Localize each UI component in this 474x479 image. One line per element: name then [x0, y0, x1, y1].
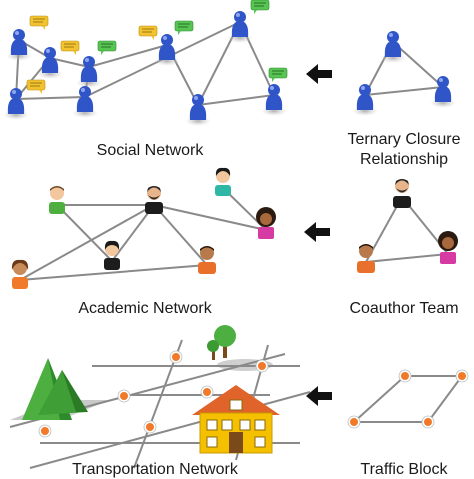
- avatar-icon: [11, 259, 29, 289]
- transportation-network-caption: Transportation Network: [72, 461, 238, 478]
- ternary-closure-edges: [364, 41, 444, 96]
- chat-bubble-icon: [29, 15, 49, 31]
- academic-network-avatars: [11, 167, 276, 289]
- chat-bubble-icon: [26, 79, 46, 95]
- person-icon: [185, 94, 211, 126]
- intersection-node: [200, 385, 214, 399]
- intersection-node: [169, 350, 183, 364]
- house-icon: [192, 385, 280, 454]
- coauthor-team-avatars: [357, 179, 458, 273]
- traffic-block-nodes: [347, 369, 469, 429]
- left-arrow-icon: [304, 222, 330, 242]
- intersection-node: [398, 369, 412, 383]
- intersection-node: [38, 424, 52, 438]
- academic-network-edges: [19, 187, 267, 281]
- intersection-node: [347, 415, 361, 429]
- person-icon: [154, 34, 180, 66]
- person-icon: [76, 56, 102, 88]
- left-arrow-icon: [306, 386, 332, 406]
- ternary-closure-people: [352, 31, 456, 116]
- left-arrow-icon: [306, 64, 332, 84]
- chat-bubble-icon: [138, 25, 158, 41]
- mountain-icon: [22, 358, 88, 420]
- intersection-node: [421, 415, 435, 429]
- avatar-icon: [49, 186, 65, 214]
- person-icon: [3, 88, 29, 120]
- intersection-node: [143, 420, 157, 434]
- person-icon: [430, 76, 456, 108]
- coauthor-team-caption: Coauthor Team: [349, 300, 459, 317]
- person-icon: [72, 86, 98, 118]
- social-network-caption: Social Network: [96, 142, 204, 159]
- tree-icon: [207, 325, 236, 360]
- avatar-icon: [198, 246, 216, 274]
- academic-network-caption: Academic Network: [78, 300, 212, 317]
- chat-bubble-icon: [268, 67, 288, 83]
- avatar-icon: [256, 207, 276, 239]
- avatar-icon: [438, 231, 458, 264]
- avatar-icon: [145, 186, 163, 214]
- avatar-icon: [215, 167, 231, 196]
- person-icon: [261, 84, 287, 116]
- intersection-node: [455, 369, 469, 383]
- chat-bubble-icon: [97, 40, 117, 56]
- intersection-node: [255, 359, 269, 373]
- avatar-icon: [104, 240, 120, 270]
- ternary-closure-caption-line2: Relationship: [359, 151, 449, 168]
- person-icon: [352, 84, 378, 116]
- person-icon: [380, 31, 406, 63]
- chat-bubble-icon: [174, 20, 194, 36]
- ternary-closure-caption-line1: Ternary Closure: [347, 131, 461, 148]
- avatar-icon: [357, 244, 375, 273]
- chat-bubble-icon: [60, 40, 80, 56]
- intersection-node: [117, 389, 131, 403]
- traffic-block-caption: Traffic Block: [360, 461, 448, 478]
- traffic-block-edges: [353, 375, 463, 423]
- chat-bubble-icon: [250, 0, 270, 15]
- avatar-icon: [393, 179, 411, 208]
